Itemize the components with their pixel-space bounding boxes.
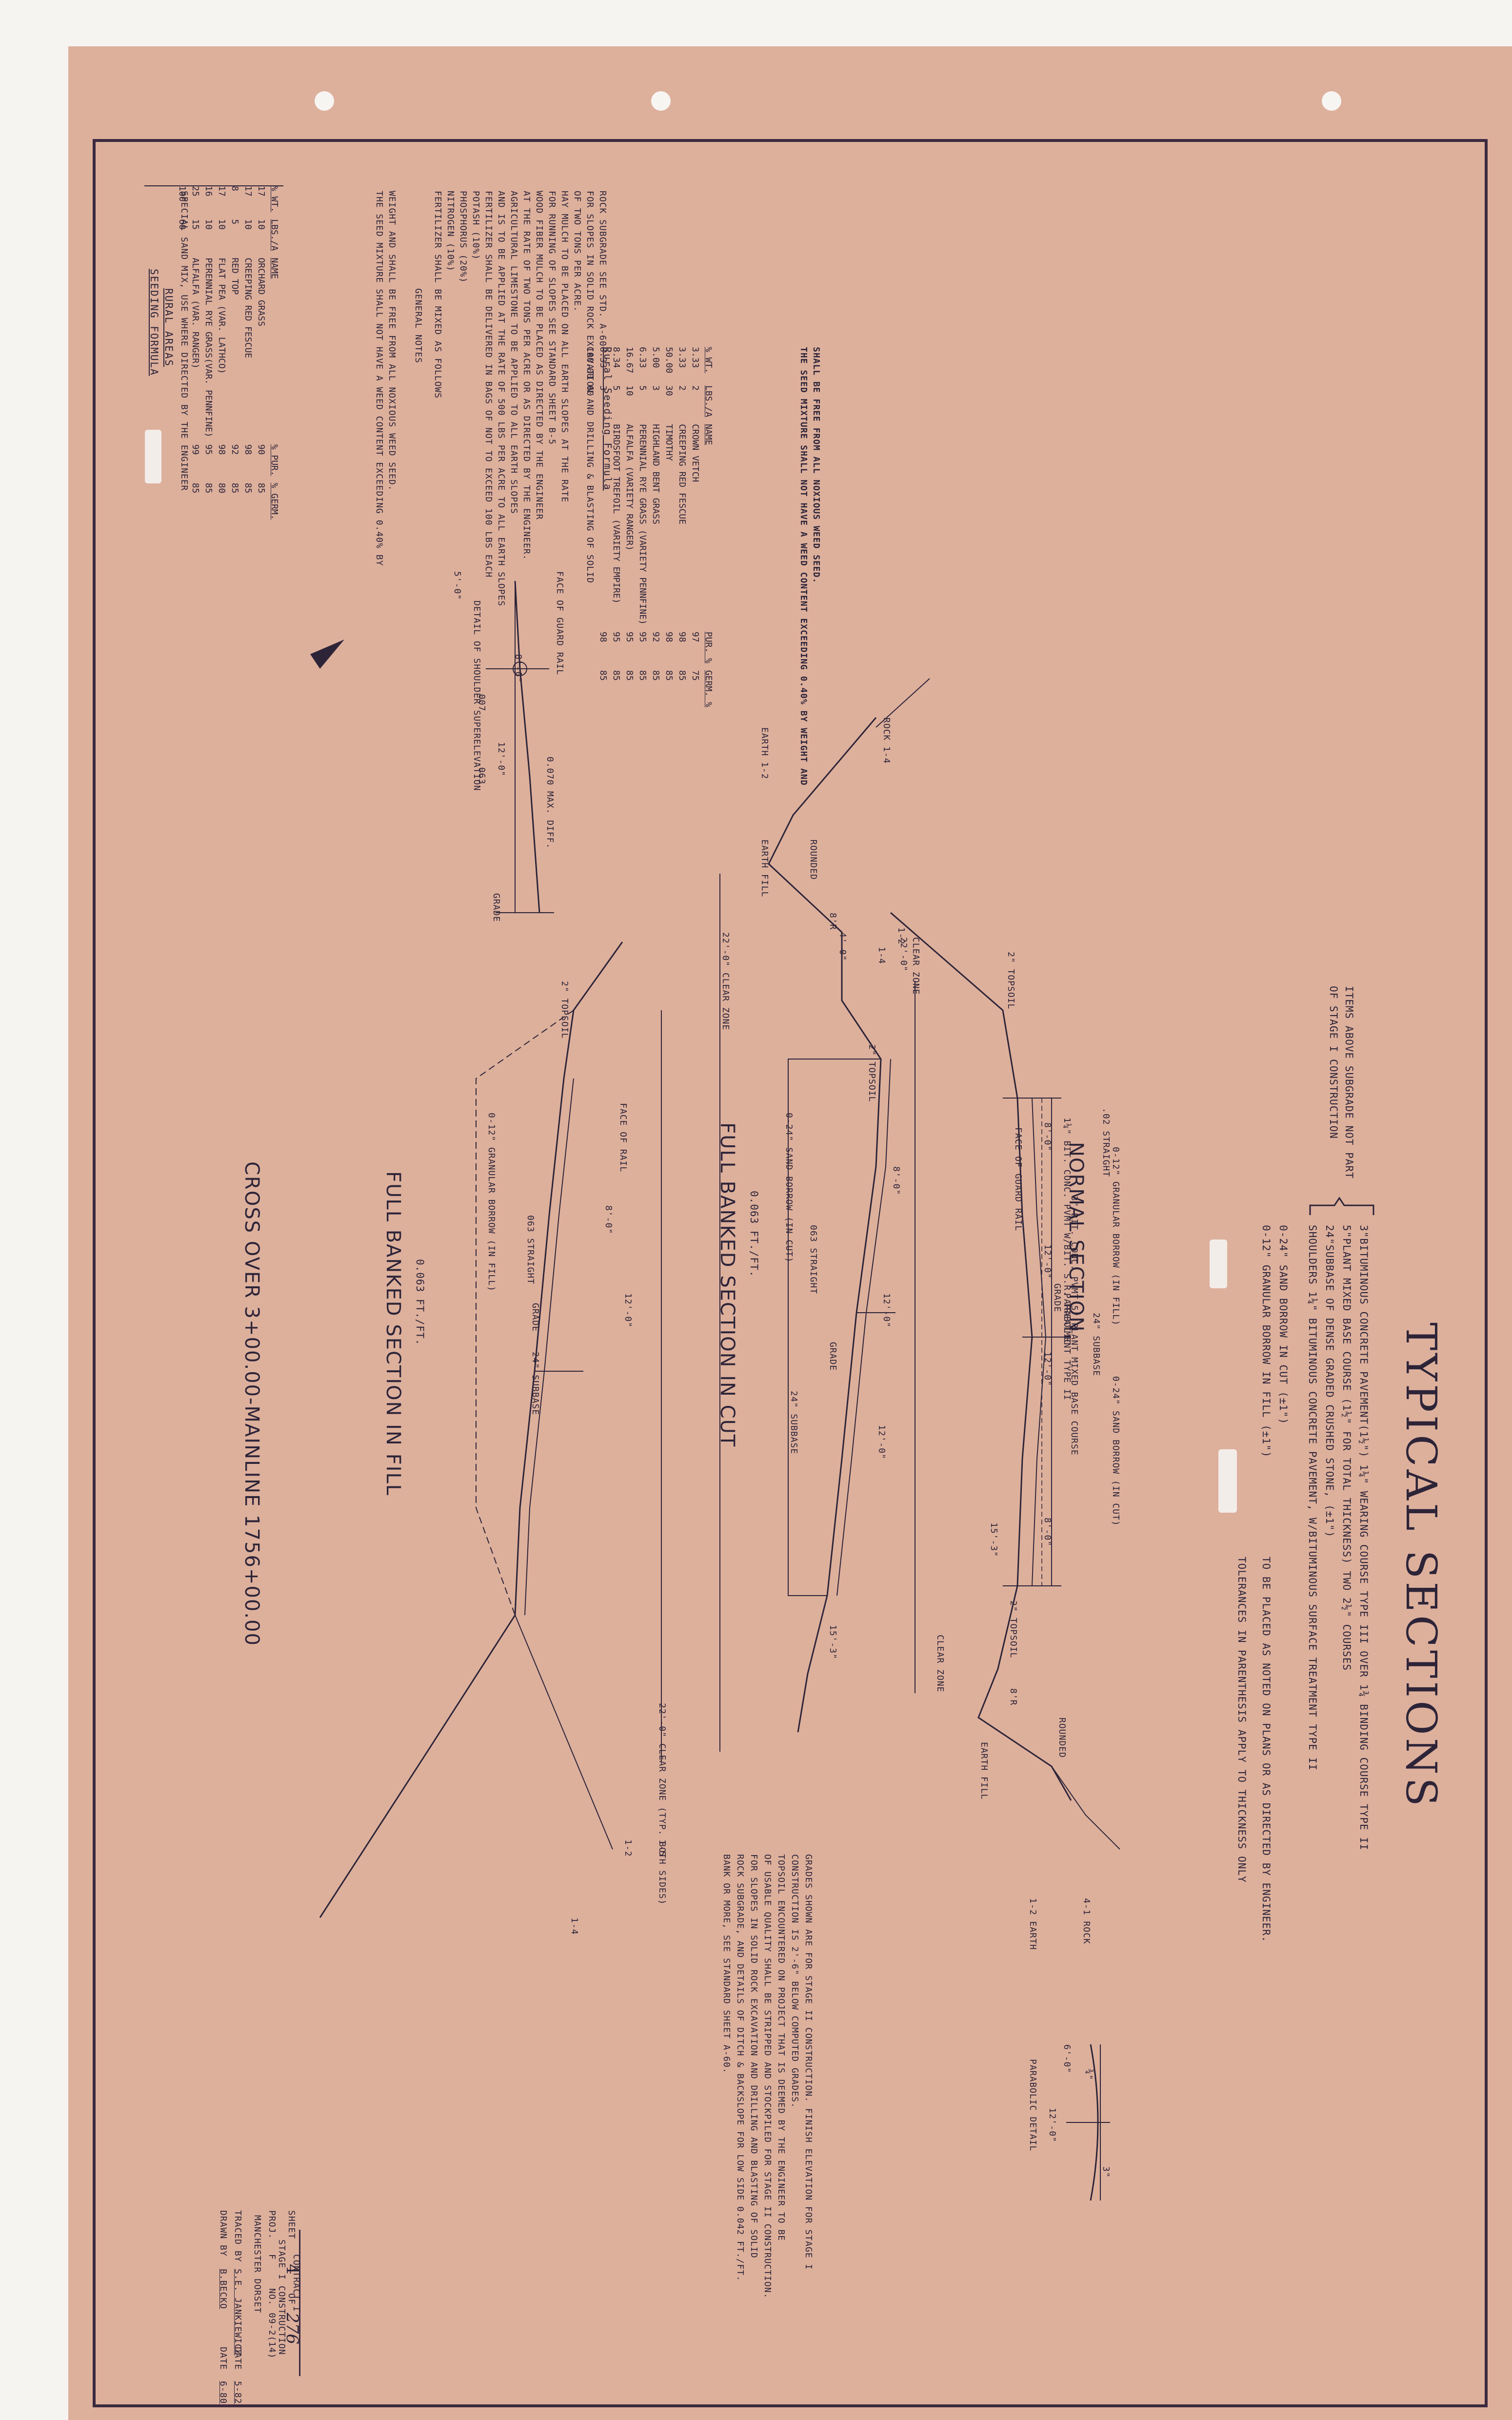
parabolic-detail-drawing	[1066, 2044, 1110, 2201]
rotated-drawing: TYPICAL SECTIONS 3"BITUMINOUS CONCRETE P…	[96, 142, 1491, 2410]
cut-section-drawing	[719, 678, 930, 1752]
punch-hole	[651, 91, 671, 111]
pen-mark	[310, 640, 344, 669]
linework	[144, 185, 1374, 2201]
normal-section-drawing	[890, 912, 1120, 1850]
notes-bracket	[1309, 1197, 1374, 1215]
shoulder-detail-drawing	[486, 580, 554, 913]
sheet-border: TYPICAL SECTIONS 3"BITUMINOUS CONCRETE P…	[93, 139, 1488, 2407]
punch-hole	[315, 91, 334, 111]
drawing-sheet: TYPICAL SECTIONS 3"BITUMINOUS CONCRETE P…	[68, 46, 1512, 2420]
punch-hole	[1322, 91, 1341, 111]
fill-section-drawing	[319, 941, 662, 1918]
